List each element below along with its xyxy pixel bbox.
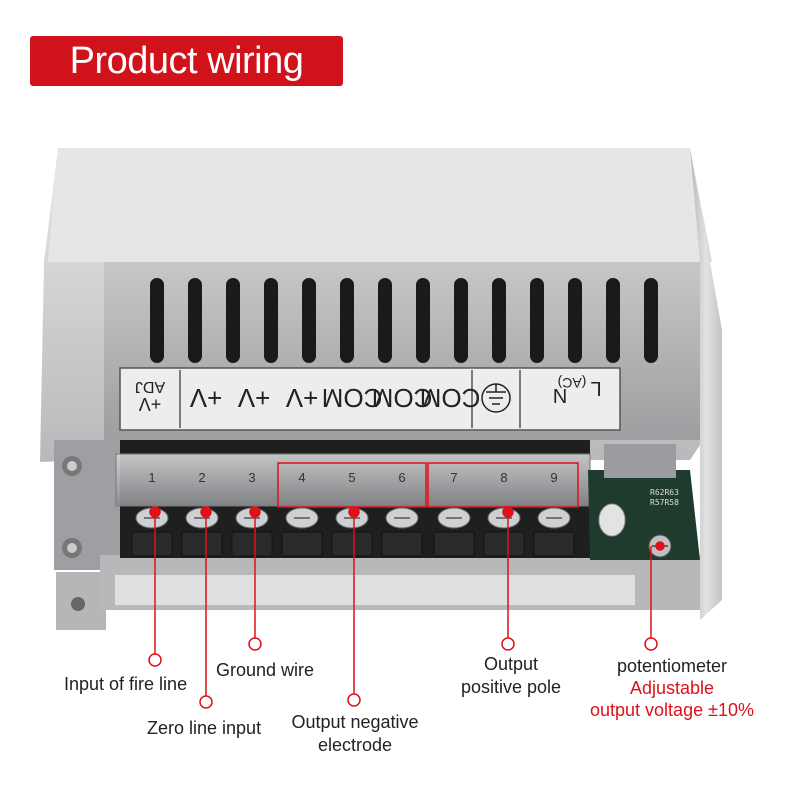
terminal-number: 6 [398, 470, 405, 485]
label-output-positive: Output positive pole [448, 654, 574, 698]
terminal-number: 7 [450, 470, 457, 485]
terminal-number: 9 [550, 470, 557, 485]
svg-text:+V: +V [139, 394, 162, 414]
svg-text:ADJ: ADJ [135, 378, 165, 395]
label-output-positive-line2: positive pole [460, 677, 562, 697]
positive-group-highlight [427, 462, 579, 508]
svg-text:R57R58: R57R58 [650, 498, 679, 507]
terminal-number: 5 [348, 470, 355, 485]
label-potentiometer-line2: Adjustable [629, 678, 715, 698]
vent-slots [150, 278, 658, 363]
terminal-number: 2 [198, 470, 205, 485]
label-zero-line: Zero line input [147, 718, 262, 738]
svg-text:COM: COM [322, 383, 383, 413]
terminal-number: 4 [298, 470, 305, 485]
svg-text:L: L [590, 377, 601, 399]
terminal-number: 8 [500, 470, 507, 485]
title-banner: Product wiring [30, 36, 343, 86]
svg-text:(AC): (AC) [558, 375, 587, 391]
label-potentiometer-line1: potentiometer [616, 656, 728, 676]
page-title: Product wiring [69, 40, 304, 82]
label-output-negative-line2: electrode [317, 735, 393, 755]
label-ground-wire: Ground wire [216, 660, 315, 680]
label-output-negative-line1: Output negative [291, 712, 419, 732]
svg-text:+V: +V [237, 383, 270, 413]
svg-text:R62R63: R62R63 [650, 488, 679, 497]
label-output-negative: Output negative electrode [270, 712, 440, 756]
ground-symbol-icon [481, 383, 511, 413]
svg-text:+V: +V [285, 383, 318, 413]
label-potentiometer-line3: output voltage ±10% [590, 700, 754, 720]
svg-text:+V: +V [189, 383, 222, 413]
svg-text:N: N [553, 384, 567, 406]
label-fire-line: Input of fire line [64, 674, 188, 694]
label-potentiometer: potentiometer Adjustable output voltage … [572, 656, 772, 721]
svg-text:COM: COM [372, 383, 433, 413]
svg-text:COM: COM [420, 383, 481, 413]
label-output-positive-line1: Output [483, 654, 539, 674]
terminal-number: 1 [148, 470, 155, 485]
terminal-number: 3 [248, 470, 255, 485]
